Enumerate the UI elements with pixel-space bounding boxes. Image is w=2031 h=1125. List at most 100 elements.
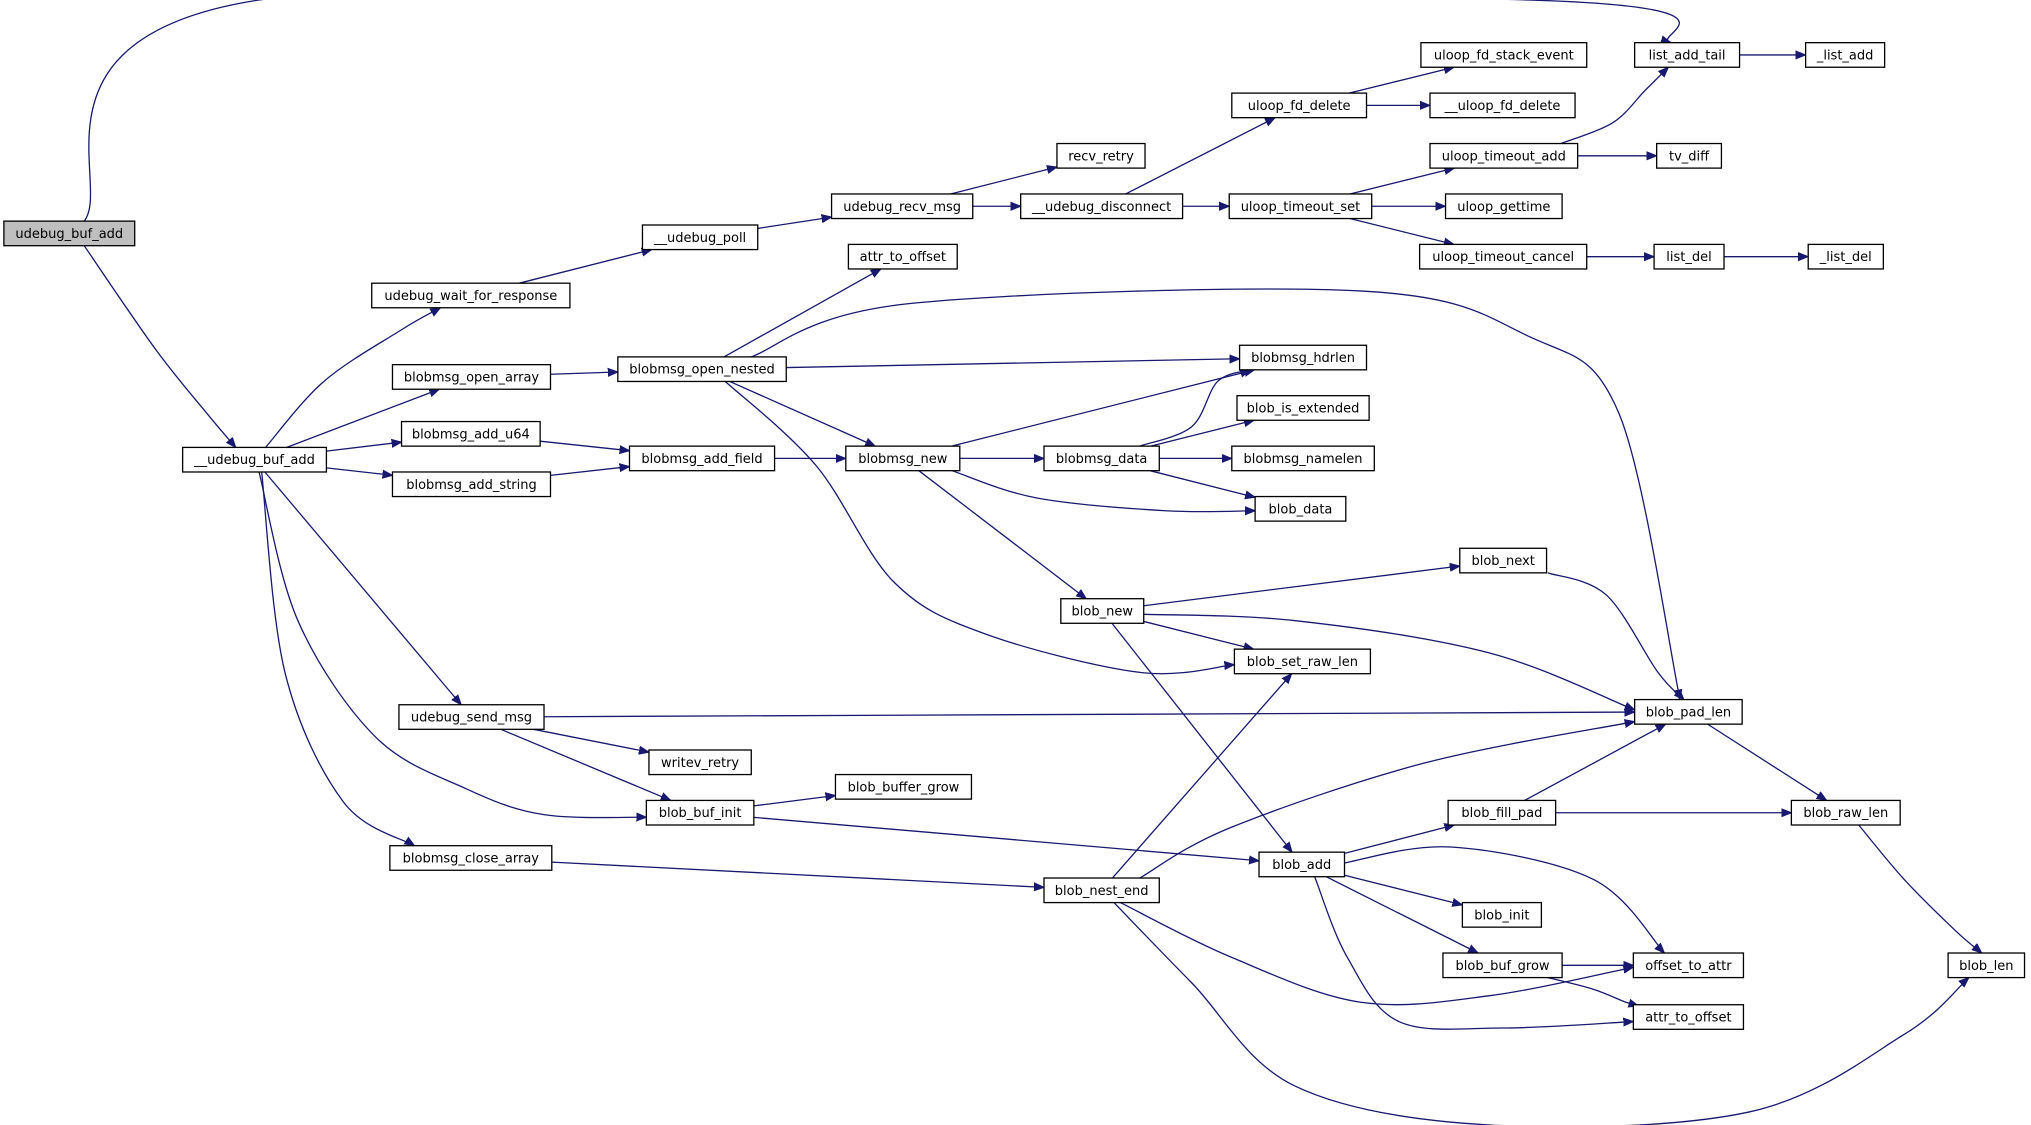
node-box (1807, 243, 1884, 270)
node-box (3, 220, 136, 247)
node--list-add[interactable]: _list_add (1804, 42, 1886, 68)
node-label: writev_retry (661, 756, 739, 771)
node-blobmsg-namelen[interactable]: blobmsg_namelen (1231, 445, 1375, 472)
node-blob-data[interactable]: blob_data (1254, 495, 1347, 522)
edge-blobmsg_open_nested-to-blob_pad_len (751, 288, 1680, 699)
node-uloop-gettime[interactable]: uloop_gettime (1444, 193, 1563, 220)
node-box (1043, 877, 1160, 904)
node-box (1056, 142, 1146, 169)
node-uloop-fd-delete[interactable]: uloop_fd_delete (1231, 92, 1368, 119)
node-box (1254, 495, 1347, 522)
node-blob-new[interactable]: blob_new (1060, 598, 1145, 624)
node-blobmsg-open-nested[interactable]: blobmsg_open_nested (617, 356, 787, 383)
edge-blobmsg_open_array-to-blobmsg_open_nested (550, 372, 617, 374)
node-uloop-timeout-add[interactable]: uloop_timeout_add (1429, 142, 1579, 169)
node-blob-set-raw-len[interactable]: blob_set_raw_len (1233, 648, 1372, 675)
node-udebug-send-msg[interactable]: udebug_send_msg (398, 704, 545, 730)
edge-line (918, 470, 1086, 599)
node-blob-buffer-grow[interactable]: blob_buffer_grow (834, 773, 973, 800)
node-udebug-wait-for-response[interactable]: udebug_wait_for_response (371, 282, 571, 309)
node-box (1947, 952, 2026, 979)
edge-line (1524, 724, 1666, 802)
edge-udebug_send_msg-to-writev_retry (533, 728, 649, 752)
edge-line (83, 0, 1680, 222)
edge-line (1143, 620, 1254, 649)
node-blobmsg-add-u64[interactable]: blobmsg_add_u64 (400, 420, 541, 447)
edge-blobmsg_new-to-blobmsg_hdrlen (951, 370, 1255, 447)
node-box (830, 193, 974, 220)
node-uloop-fd-stack-event[interactable]: uloop_fd_stack_event (1420, 42, 1588, 68)
node-blob-init[interactable]: blob_init (1461, 901, 1543, 928)
node-attr-to-offset-top[interactable]: attr_to_offset (847, 243, 958, 270)
node-box (1231, 92, 1368, 119)
edge-line (264, 471, 461, 705)
node-uloop-timeout-set[interactable]: uloop_timeout_set (1228, 193, 1373, 220)
node-box (1233, 648, 1372, 675)
node-label: __uloop_fd_delete (1444, 99, 1561, 114)
edge-line (1111, 622, 1292, 852)
node-uloop-timeout-cancel[interactable]: uloop_timeout_cancel (1418, 243, 1588, 270)
node-blob-buf-grow[interactable]: blob_buf_grow (1442, 952, 1563, 979)
node-udebug-buf-add[interactable]: udebug_buf_add (3, 220, 136, 247)
edge-blobmsg_data-to-blobmsg_hdrlen (1139, 370, 1250, 447)
node-blobmsg-data[interactable]: blobmsg_data (1043, 445, 1160, 472)
node-label: uloop_timeout_set (1241, 200, 1361, 215)
node-blob-add[interactable]: blob_add (1258, 851, 1346, 878)
edge-line (261, 471, 415, 846)
edge-line (1340, 846, 1665, 953)
node-tv-diff[interactable]: tv_diff (1656, 142, 1723, 169)
edge-line (551, 861, 1044, 887)
node---udebug-poll[interactable]: __udebug_poll (641, 224, 759, 251)
edge-blobmsg_data-to-blob_is_extended (1150, 420, 1254, 447)
node---udebug-disconnect[interactable]: __udebug_disconnect (1020, 193, 1184, 220)
node-list-del[interactable]: list_del (1653, 243, 1725, 270)
node-box (181, 446, 328, 473)
node-box (1020, 193, 1184, 220)
edge-line (951, 470, 1255, 512)
node-blob-raw-len[interactable]: blob_raw_len (1790, 799, 1901, 826)
edge-line (1349, 168, 1454, 195)
node-blobmsg-close-array[interactable]: blobmsg_close_array (389, 845, 553, 871)
node-blob-next[interactable]: blob_next (1459, 547, 1548, 574)
node-blobmsg-add-string[interactable]: blobmsg_add_string (391, 471, 552, 498)
node-label: tv_diff (1669, 149, 1710, 164)
node-blob-is-extended[interactable]: blob_is_extended (1236, 395, 1370, 421)
node-blob-pad-len[interactable]: blob_pad_len (1633, 698, 1743, 725)
edge-blob_nest_end-to-blob_len (1113, 902, 1969, 1125)
node-box (1258, 851, 1346, 878)
node-label: blob_set_raw_len (1247, 655, 1358, 670)
node-label: __udebug_poll (653, 231, 746, 246)
node-blobmsg-add-field[interactable]: blobmsg_add_field (628, 445, 776, 472)
node-box (1656, 142, 1723, 169)
node-attr-to-offset-bottom[interactable]: attr_to_offset (1632, 1004, 1745, 1030)
node-blobmsg-new[interactable]: blobmsg_new (845, 445, 961, 472)
node-recv-retry[interactable]: recv_retry (1056, 142, 1146, 169)
node-box (1804, 42, 1886, 68)
node-box (1236, 395, 1370, 421)
node-label: udebug_send_msg (411, 711, 532, 726)
node--list-del[interactable]: _list_del (1807, 243, 1884, 270)
node-blob-fill-pad[interactable]: blob_fill_pad (1447, 799, 1557, 826)
node-writev-retry[interactable]: writev_retry (648, 749, 752, 776)
node-box (834, 773, 973, 800)
node-label: blobmsg_namelen (1244, 452, 1363, 467)
node-offset-to-attr[interactable]: offset_to_attr (1632, 952, 1745, 979)
node-blob-len[interactable]: blob_len (1947, 952, 2026, 979)
node---udebug-buf-add[interactable]: __udebug_buf_add (181, 446, 328, 473)
node-list-add-tail[interactable]: list_add_tail (1633, 42, 1741, 68)
edge-uloop_timeout_set-to-uloop_timeout_add (1349, 168, 1454, 195)
node-udebug-recv-msg[interactable]: udebug_recv_msg (830, 193, 974, 220)
edge-__udebug_buf_add-to-blob_buf_init (258, 471, 646, 818)
edges-layer (83, 0, 1982, 1125)
node-blobmsg-open-array[interactable]: blobmsg_open_array (391, 364, 552, 390)
node-blob-nest-end[interactable]: blob_nest_end (1043, 877, 1160, 904)
edge-blobmsg_open_nested-to-blobmsg_new (729, 380, 875, 447)
edge-line (550, 372, 617, 374)
edge-udebug_send_msg-to-blob_buf_init (500, 728, 671, 802)
node-blobmsg-hdrlen[interactable]: blobmsg_hdrlen (1238, 344, 1368, 371)
edge-blobmsg_new-to-blob_data (951, 470, 1255, 512)
node-blob-buf-init[interactable]: blob_buf_init (645, 799, 755, 826)
node-box (398, 704, 545, 730)
node---uloop-fd-delete[interactable]: __uloop_fd_delete (1429, 92, 1576, 119)
